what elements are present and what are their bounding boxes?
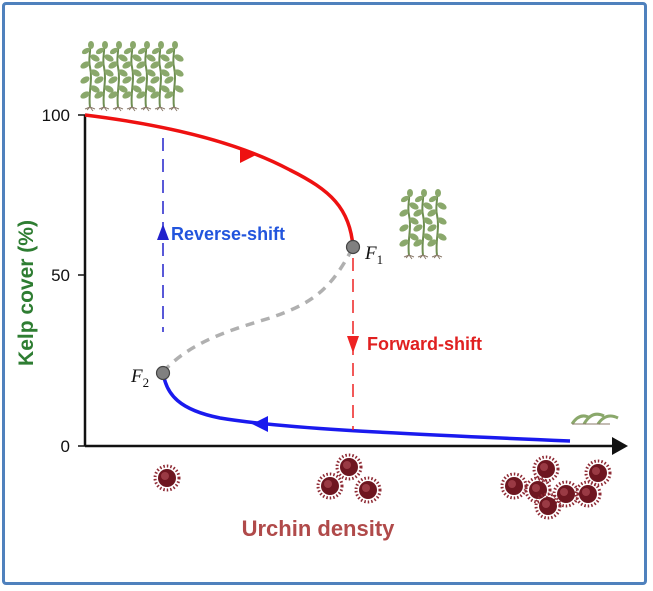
kelp-sparse-icon [570,412,619,425]
bifurcation-point-f1 [345,239,361,255]
y-axis-title: Kelp cover (%) [15,220,38,366]
kelp-forest-medium-icon [397,188,449,260]
y-tick-label-50: 50 [51,266,70,285]
unstable-branch [161,246,355,374]
f1-label: F1 [364,243,383,267]
upper-stable-branch [84,113,355,248]
x-axis-title: Urchin density [242,516,396,541]
urchin-large-cluster-icon [500,455,612,520]
x-axis-arrowhead [612,437,628,455]
kelp-forest-dense-icon [78,40,186,112]
y-tick-label-100: 100 [42,106,70,125]
forward-shift-label: Forward-shift [367,334,482,354]
forward-shift-arrow-icon [347,336,359,353]
bifurcation-point-f2 [155,365,171,381]
urchin-cluster-icon [316,453,382,504]
y-tick-label-0: 0 [61,437,70,456]
reverse-shift-label: Reverse-shift [171,224,285,244]
urchin-single-icon [153,464,181,492]
reverse-shift-arrow-icon [157,224,169,240]
lower-stable-branch [161,371,571,443]
lower-branch-arrow [252,416,268,432]
f2-label: F2 [130,366,149,390]
upper-branch-arrow [240,147,256,163]
